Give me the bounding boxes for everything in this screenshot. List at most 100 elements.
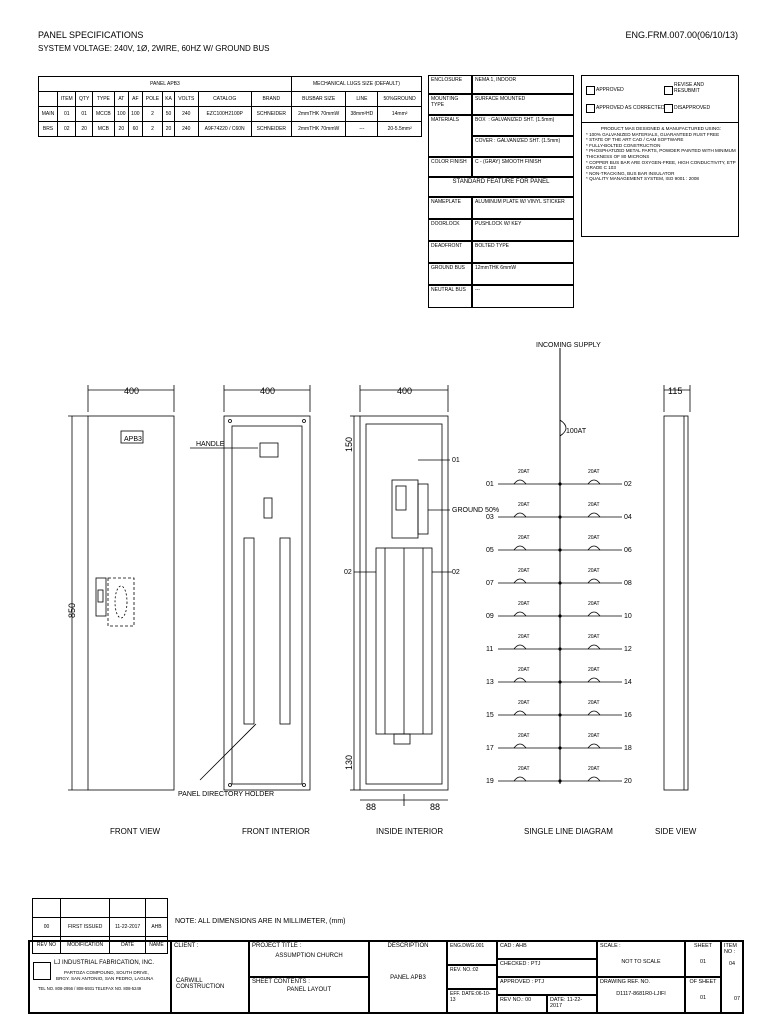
circuit-label-right: 18 bbox=[624, 745, 632, 752]
header-subtitle: SYSTEM VOLTAGE: 240V, 1Ø, 2WIRE, 60HZ W/… bbox=[38, 44, 270, 53]
branch-rating-left: 20AT bbox=[518, 700, 530, 706]
form-number: ENG.FRM.007.00(06/10/13) bbox=[625, 30, 738, 40]
breaker-symbol-right bbox=[587, 743, 601, 749]
breaker-symbol-left bbox=[513, 776, 527, 782]
breaker-symbol-left bbox=[513, 710, 527, 716]
page-number: 07 bbox=[734, 996, 740, 1002]
breaker-symbol-left bbox=[513, 545, 527, 551]
breaker-symbol-left bbox=[513, 479, 527, 485]
bus-node bbox=[558, 746, 562, 750]
product-notes: PRODUCT MAS DESIGNED & MANUFACTURED USIN… bbox=[586, 126, 736, 182]
project-title: ASSUMPTION CHURCH bbox=[275, 953, 343, 959]
single-line-label: SINGLE LINE DIAGRAM bbox=[524, 827, 613, 836]
branch-rating-right: 20AT bbox=[588, 667, 600, 673]
dimension-note: NOTE: ALL DIMENSIONS ARE IN MILLIMETER, … bbox=[175, 918, 346, 925]
sheet-contents: PANEL LAYOUT bbox=[286, 987, 332, 993]
branch-rating-right: 20AT bbox=[588, 766, 600, 772]
col-header: AT bbox=[113, 91, 129, 107]
company-block: LJ INDUSTRIAL FABRICATION, INC. PARTOZA … bbox=[29, 941, 171, 1013]
side-view-label: SIDE VIEW bbox=[655, 827, 697, 836]
col-header: ITEM bbox=[56, 91, 77, 107]
dim-150: 150 bbox=[344, 437, 354, 452]
bus-node bbox=[558, 680, 562, 684]
circuit-label-left: 13 bbox=[486, 679, 494, 686]
branch-rating-left: 20AT bbox=[518, 634, 530, 640]
side-view bbox=[663, 385, 691, 791]
branch-rating-left: 20AT bbox=[518, 601, 530, 607]
incoming-supply: INCOMING SUPPLY bbox=[536, 342, 601, 349]
bus-node bbox=[558, 548, 562, 552]
table-row: BRS 02 20 MCB 20 60 2 20 240 A9F74220 / … bbox=[38, 121, 422, 137]
disapproved-checkbox[interactable] bbox=[664, 104, 673, 113]
col-header: CATALOG bbox=[197, 91, 252, 107]
table-row: MAIN 01 01 MCCB 100 100 2 50 240 EZC100H… bbox=[38, 106, 422, 122]
col-header: QTY bbox=[75, 91, 93, 107]
drawing-ref: D1117-8681R0-LJIFI bbox=[616, 991, 666, 997]
branch-rating-right: 20AT bbox=[588, 634, 600, 640]
circuit-label-right: 16 bbox=[624, 712, 632, 719]
approved-checkbox[interactable] bbox=[586, 86, 595, 95]
bus-node bbox=[558, 515, 562, 519]
breaker-symbol-right bbox=[587, 479, 601, 485]
breaker-symbol-right bbox=[587, 512, 601, 518]
dim-88-left: 88 bbox=[366, 802, 376, 812]
col-header: 50%GROUND bbox=[377, 91, 422, 107]
circuit-label-left: 05 bbox=[486, 547, 494, 554]
circuit-label-right: 02 bbox=[624, 481, 632, 488]
circuit-label-left: 01 bbox=[486, 481, 494, 488]
dim-depth: 115 bbox=[668, 386, 682, 396]
branch-rating-left: 20AT bbox=[518, 502, 530, 508]
client-name: CARWILL CONSTRUCTION bbox=[176, 978, 225, 990]
inside-interior bbox=[350, 385, 452, 806]
panel-title: PANEL APB3 bbox=[38, 76, 292, 92]
circuit-label-left: 19 bbox=[486, 778, 494, 785]
branch-rating-right: 20AT bbox=[588, 535, 600, 541]
breaker-symbol-right bbox=[587, 644, 601, 650]
branch-rating-right: 20AT bbox=[588, 568, 600, 574]
approved-corrected-checkbox[interactable] bbox=[586, 104, 595, 113]
branch-rating-right: 20AT bbox=[588, 700, 600, 706]
label-02-left: 02 bbox=[344, 569, 352, 576]
col-header: AF bbox=[127, 91, 143, 107]
circuit-label-left: 07 bbox=[486, 580, 494, 587]
breaker-symbol-right bbox=[587, 545, 601, 551]
bus-node bbox=[558, 614, 562, 618]
branch-rating-right: 20AT bbox=[588, 733, 600, 739]
col-header: TYPE bbox=[91, 91, 115, 107]
directory-label: PANEL DIRECTORY HOLDER bbox=[178, 791, 274, 798]
approval-box: APPROVED REVISE AND RESUBMIT APPROVED AS… bbox=[581, 75, 739, 237]
revision-table: 00 FIRST ISSUED 11-22-2017 AHB REV NO MO… bbox=[32, 898, 169, 954]
circuit-label-left: 09 bbox=[486, 613, 494, 620]
bus-node bbox=[558, 581, 562, 585]
dim-88-right: 88 bbox=[430, 802, 440, 812]
header-title: PANEL SPECIFICATIONS bbox=[38, 30, 144, 40]
breaker-symbol-right bbox=[587, 677, 601, 683]
branch-rating-left: 20AT bbox=[518, 766, 530, 772]
breaker-symbol-right bbox=[587, 578, 601, 584]
col-header: BUSBAR SIZE bbox=[290, 91, 347, 107]
inside-interior-label: INSIDE INTERIOR bbox=[376, 827, 443, 836]
circuit-label-right: 08 bbox=[624, 580, 632, 587]
dim-height: 850 bbox=[67, 603, 77, 618]
col-header: VOLTS bbox=[174, 91, 199, 107]
panel-drawings: 400 400 400 115 850 150 130 88 88 APB3 H… bbox=[67, 342, 697, 836]
breaker-symbol-right bbox=[587, 776, 601, 782]
dim-130: 130 bbox=[344, 755, 354, 770]
dim-width: 400 bbox=[260, 386, 275, 396]
spec-table: PANEL APB3 MECHANICAL LUGS SIZE (DEFAULT… bbox=[38, 76, 423, 137]
circuit-label-right: 20 bbox=[624, 778, 632, 785]
front-view bbox=[68, 385, 175, 791]
col-header: KA bbox=[162, 91, 176, 107]
standard-feature-title: STANDARD FEATURE FOR PANEL bbox=[428, 177, 574, 197]
table-row: 00 FIRST ISSUED 11-22-2017 AHB bbox=[32, 917, 169, 937]
bus-node bbox=[558, 647, 562, 651]
dim-width: 400 bbox=[397, 386, 412, 396]
branch-rating-left: 20AT bbox=[518, 535, 530, 541]
single-line-diagram bbox=[559, 348, 567, 784]
branch-rating-left: 20AT bbox=[518, 568, 530, 574]
revise-checkbox[interactable] bbox=[664, 86, 673, 95]
branch-rating-left: 20AT bbox=[518, 469, 530, 475]
dim-width: 400 bbox=[124, 386, 139, 396]
description-value: PANEL APB3 bbox=[390, 975, 426, 981]
breaker-symbol-left bbox=[513, 644, 527, 650]
